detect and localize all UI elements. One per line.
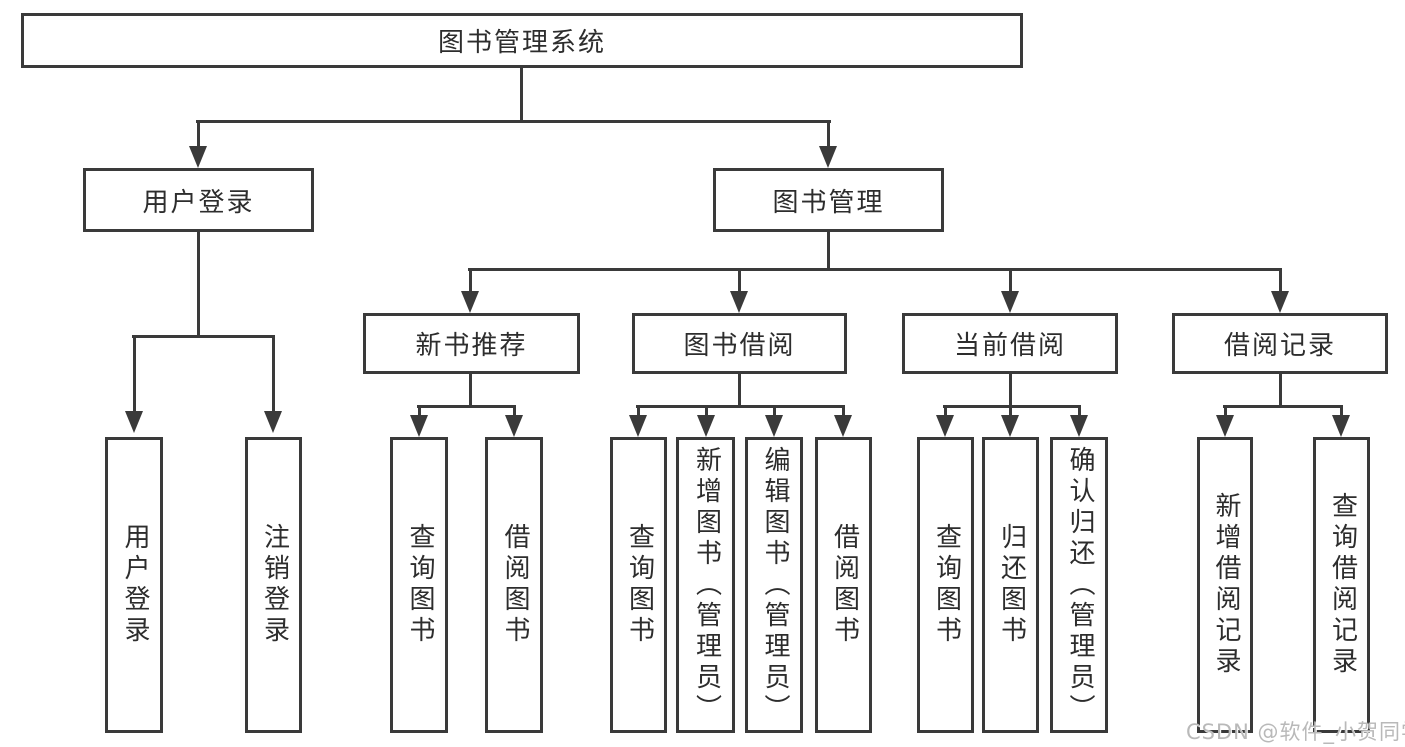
connector-level2-hline — [196, 120, 831, 123]
arrow-down-icon — [819, 146, 837, 168]
connector-new-book-stem — [469, 374, 472, 405]
connector-borrow-records-hline — [1223, 405, 1343, 408]
connector-line — [773, 405, 776, 417]
connector-user-login-hline — [132, 335, 275, 338]
connector-line — [133, 335, 136, 411]
leaf-confirm-return-admin-label: 确认归还（管理员） — [1064, 445, 1095, 725]
connector-current-borrow-stem — [1009, 374, 1012, 405]
arrow-down-icon — [1332, 415, 1350, 437]
connector-line — [1224, 405, 1227, 417]
leaf-logout: 注销登录 — [245, 437, 302, 733]
branch-book-mgmt: 图书管理 — [713, 168, 944, 232]
section-current-borrow-label: 当前借阅 — [953, 331, 1066, 361]
arrow-down-icon — [730, 291, 748, 313]
section-book-borrow-label: 图书借阅 — [683, 331, 796, 361]
arrow-down-icon — [505, 415, 523, 437]
connector-line — [944, 405, 947, 417]
leaf-edit-book-admin-label: 编辑图书（管理员） — [759, 445, 790, 725]
arrow-down-icon — [697, 415, 715, 437]
arrow-down-icon — [765, 415, 783, 437]
root-node-label: 图书管理系统 — [437, 28, 606, 58]
leaf-borrow-books-borrow: 借阅图书 — [815, 437, 872, 733]
connector-line — [1279, 268, 1282, 292]
leaf-query-books-current-label: 查询图书 — [931, 523, 962, 647]
leaf-logout-label: 注销登录 — [259, 523, 290, 647]
leaf-add-borrow-record-label: 新增借阅记录 — [1210, 492, 1241, 678]
connector-line — [705, 405, 708, 417]
leaf-query-books-current: 查询图书 — [917, 437, 974, 733]
connector-line — [1340, 405, 1343, 417]
section-current-borrow: 当前借阅 — [902, 313, 1118, 374]
arrow-down-icon — [1271, 291, 1289, 313]
connector-line — [1078, 405, 1081, 417]
connector-book-borrow-stem — [738, 374, 741, 405]
branch-user-login: 用户登录 — [83, 168, 314, 232]
leaf-add-borrow-record: 新增借阅记录 — [1197, 437, 1253, 733]
section-borrow-records: 借阅记录 — [1172, 313, 1388, 374]
connector-line — [637, 405, 640, 417]
watermark: CSDN @软件_小贺同学 — [1186, 720, 1405, 744]
arrow-down-icon — [461, 291, 479, 313]
section-new-book-recommend: 新书推荐 — [363, 313, 580, 374]
arrow-down-icon — [1001, 291, 1019, 313]
section-borrow-records-label: 借阅记录 — [1223, 331, 1336, 361]
connector-line — [842, 405, 845, 417]
leaf-user-login-label: 用户登录 — [119, 523, 150, 647]
connector-borrow-records-stem — [1279, 374, 1282, 405]
leaf-query-books-recommend: 查询图书 — [390, 437, 448, 733]
leaf-user-login: 用户登录 — [105, 437, 163, 733]
connector-line — [738, 268, 741, 292]
leaf-query-borrow-record: 查询借阅记录 — [1313, 437, 1370, 733]
arrow-down-icon — [1070, 415, 1088, 437]
leaf-query-books-borrow-label: 查询图书 — [624, 523, 655, 647]
connector-line — [513, 405, 516, 417]
connector-book-mgmt-stem — [827, 232, 830, 268]
leaf-query-books-borrow: 查询图书 — [610, 437, 667, 733]
connector-line — [418, 405, 421, 417]
leaf-confirm-return-admin: 确认归还（管理员） — [1050, 437, 1108, 733]
connector-root-stem — [520, 68, 523, 120]
leaf-return-book-label: 归还图书 — [996, 523, 1027, 647]
section-book-borrow: 图书借阅 — [632, 313, 847, 374]
root-node: 图书管理系统 — [21, 13, 1023, 68]
connector-current-borrow-hline — [943, 405, 1081, 408]
connector-line — [197, 120, 200, 148]
branch-book-mgmt-label: 图书管理 — [772, 187, 885, 218]
leaf-add-book-admin-label: 新增图书（管理员） — [691, 445, 722, 725]
connector-user-login-stem — [197, 232, 200, 335]
branch-user-login-label: 用户登录 — [142, 187, 255, 218]
section-new-book-recommend-label: 新书推荐 — [415, 331, 528, 361]
connector-line — [1009, 268, 1012, 292]
arrow-down-icon — [1001, 415, 1019, 437]
arrow-down-icon — [189, 146, 207, 168]
connector-level3-hline — [468, 268, 1282, 271]
arrow-down-icon — [834, 415, 852, 437]
connector-new-book-hline — [417, 405, 516, 408]
leaf-borrow-books-recommend-label: 借阅图书 — [499, 523, 530, 647]
connector-line — [1009, 405, 1012, 417]
leaf-return-book: 归还图书 — [982, 437, 1039, 733]
leaf-query-borrow-record-label: 查询借阅记录 — [1327, 492, 1358, 678]
connector-line — [469, 268, 472, 292]
leaf-add-book-admin: 新增图书（管理员） — [676, 437, 735, 733]
arrow-down-icon — [264, 411, 282, 433]
arrow-down-icon — [1216, 415, 1234, 437]
leaf-edit-book-admin: 编辑图书（管理员） — [745, 437, 803, 733]
arrow-down-icon — [629, 415, 647, 437]
arrow-down-icon — [125, 411, 143, 433]
arrow-down-icon — [410, 415, 428, 437]
arrow-down-icon — [936, 415, 954, 437]
leaf-borrow-books-borrow-label: 借阅图书 — [829, 523, 860, 647]
connector-line — [827, 120, 830, 148]
leaf-query-books-recommend-label: 查询图书 — [404, 523, 435, 647]
connector-line — [272, 335, 275, 411]
leaf-borrow-books-recommend: 借阅图书 — [485, 437, 543, 733]
connector-book-borrow-hline — [636, 405, 845, 408]
